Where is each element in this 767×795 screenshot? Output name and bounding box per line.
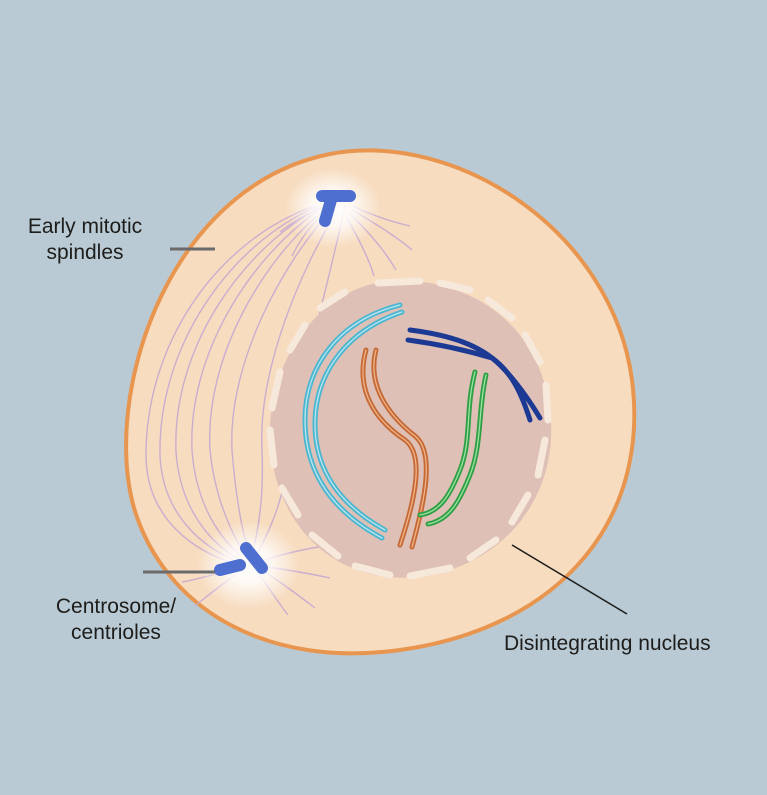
chromosome-orange: [360, 347, 429, 550]
centrosome-label: Centrosome/ centrioles: [36, 594, 196, 646]
upper-centrioles: [316, 190, 356, 227]
nucleus-label: Disintegrating nucleus: [504, 632, 711, 655]
centrosome-label-line-2: centrioles: [71, 621, 161, 644]
chromosome-green: [417, 369, 489, 527]
chromosome-navy: [405, 327, 543, 423]
spindles-label: Early mitotic spindles: [10, 214, 160, 266]
nucleus-leader-line: [511, 544, 628, 615]
spindles-label-line-2: spindles: [46, 241, 124, 264]
centrosome-label-line-1: Centrosome/: [55, 595, 177, 618]
nuclear-envelope-fragments: [266, 277, 552, 580]
lower-centrioles: [214, 542, 268, 576]
spindles-label-line-1: Early mitotic: [27, 215, 143, 238]
lower-centrosome-glow: [196, 521, 300, 609]
chromosome-cyan: [302, 302, 405, 541]
